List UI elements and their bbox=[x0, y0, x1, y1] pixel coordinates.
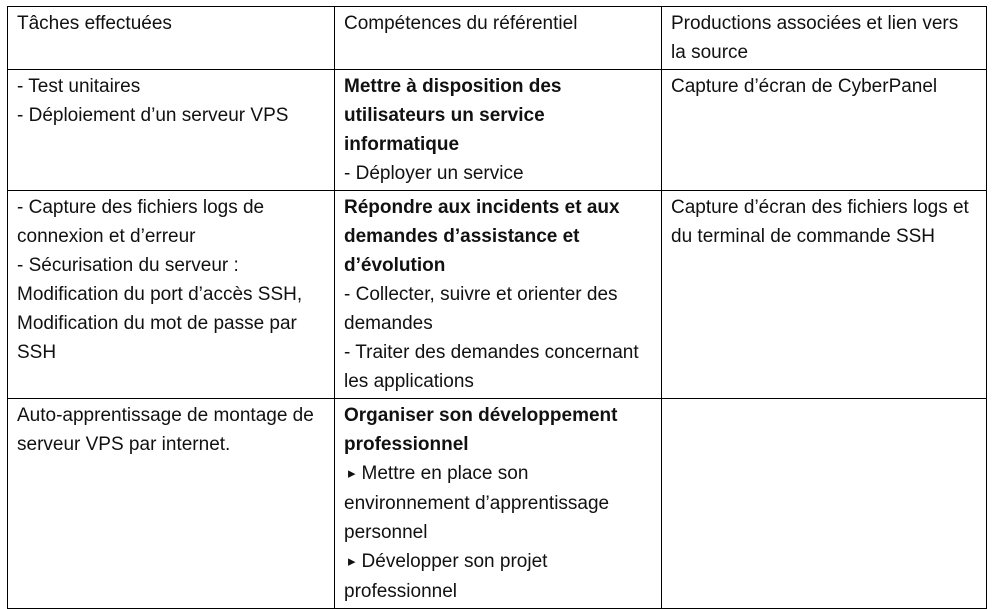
table-row: - Capture des fichiers logs de connexion… bbox=[7, 190, 987, 399]
productions-cell: Capture d’écran de CyberPanel bbox=[661, 69, 987, 191]
production-text: Capture d’écran des fichiers logs et du … bbox=[671, 197, 969, 247]
skill-item-bulleted: Mettre en place son environnement d’appr… bbox=[344, 459, 653, 547]
tasks-cell: - Capture des fichiers logs de connexion… bbox=[7, 190, 335, 399]
header-cell-skills: Compétences du référentiel bbox=[334, 6, 662, 70]
skill-item: - Collecter, suivre et orienter des dema… bbox=[344, 284, 618, 334]
skill-block-title: Organiser son développement professionne… bbox=[344, 405, 618, 455]
competences-table: Tâches effectuées Compétences du référen… bbox=[7, 6, 987, 609]
skill-item: - Traiter des demandes concernant les ap… bbox=[344, 342, 639, 392]
productions-cell: Capture d’écran des fichiers logs et du … bbox=[661, 190, 987, 399]
document-page: Tâches effectuées Compétences du référen… bbox=[7, 6, 987, 609]
skills-cell: Répondre aux incidents et aux demandes d… bbox=[334, 190, 662, 399]
task-item: - Test unitaires bbox=[17, 76, 141, 97]
production-text: Capture d’écran de CyberPanel bbox=[671, 76, 938, 97]
skill-item: - Déployer un service bbox=[344, 163, 524, 184]
task-item: - Déploiement d’un serveur VPS bbox=[17, 105, 289, 126]
tasks-cell: - Test unitaires - Déploiement d’un serv… bbox=[7, 69, 335, 191]
table-header-row: Tâches effectuées Compétences du référen… bbox=[7, 6, 987, 70]
header-cell-productions: Productions associées et lien vers la so… bbox=[661, 6, 987, 70]
task-item: - Sécurisation du serveur : Modification… bbox=[17, 255, 303, 363]
skills-cell: Mettre à disposition des utilisateurs un… bbox=[334, 69, 662, 191]
skill-item-bulleted: Développer son projet professionnel bbox=[344, 547, 653, 606]
task-item: Auto-apprentissage de montage de serveur… bbox=[17, 405, 314, 455]
skill-block-title: Mettre à disposition des utilisateurs un… bbox=[344, 76, 562, 155]
task-item: - Capture des fichiers logs de connexion… bbox=[17, 197, 265, 247]
skills-cell: Organiser son développement professionne… bbox=[334, 398, 662, 609]
productions-cell bbox=[661, 398, 987, 609]
table-row: Auto-apprentissage de montage de serveur… bbox=[7, 398, 987, 609]
tasks-cell: Auto-apprentissage de montage de serveur… bbox=[7, 398, 335, 609]
skill-block-title: Répondre aux incidents et aux demandes d… bbox=[344, 197, 620, 276]
table-row: - Test unitaires - Déploiement d’un serv… bbox=[7, 69, 987, 191]
header-cell-tasks: Tâches effectuées bbox=[7, 6, 335, 70]
